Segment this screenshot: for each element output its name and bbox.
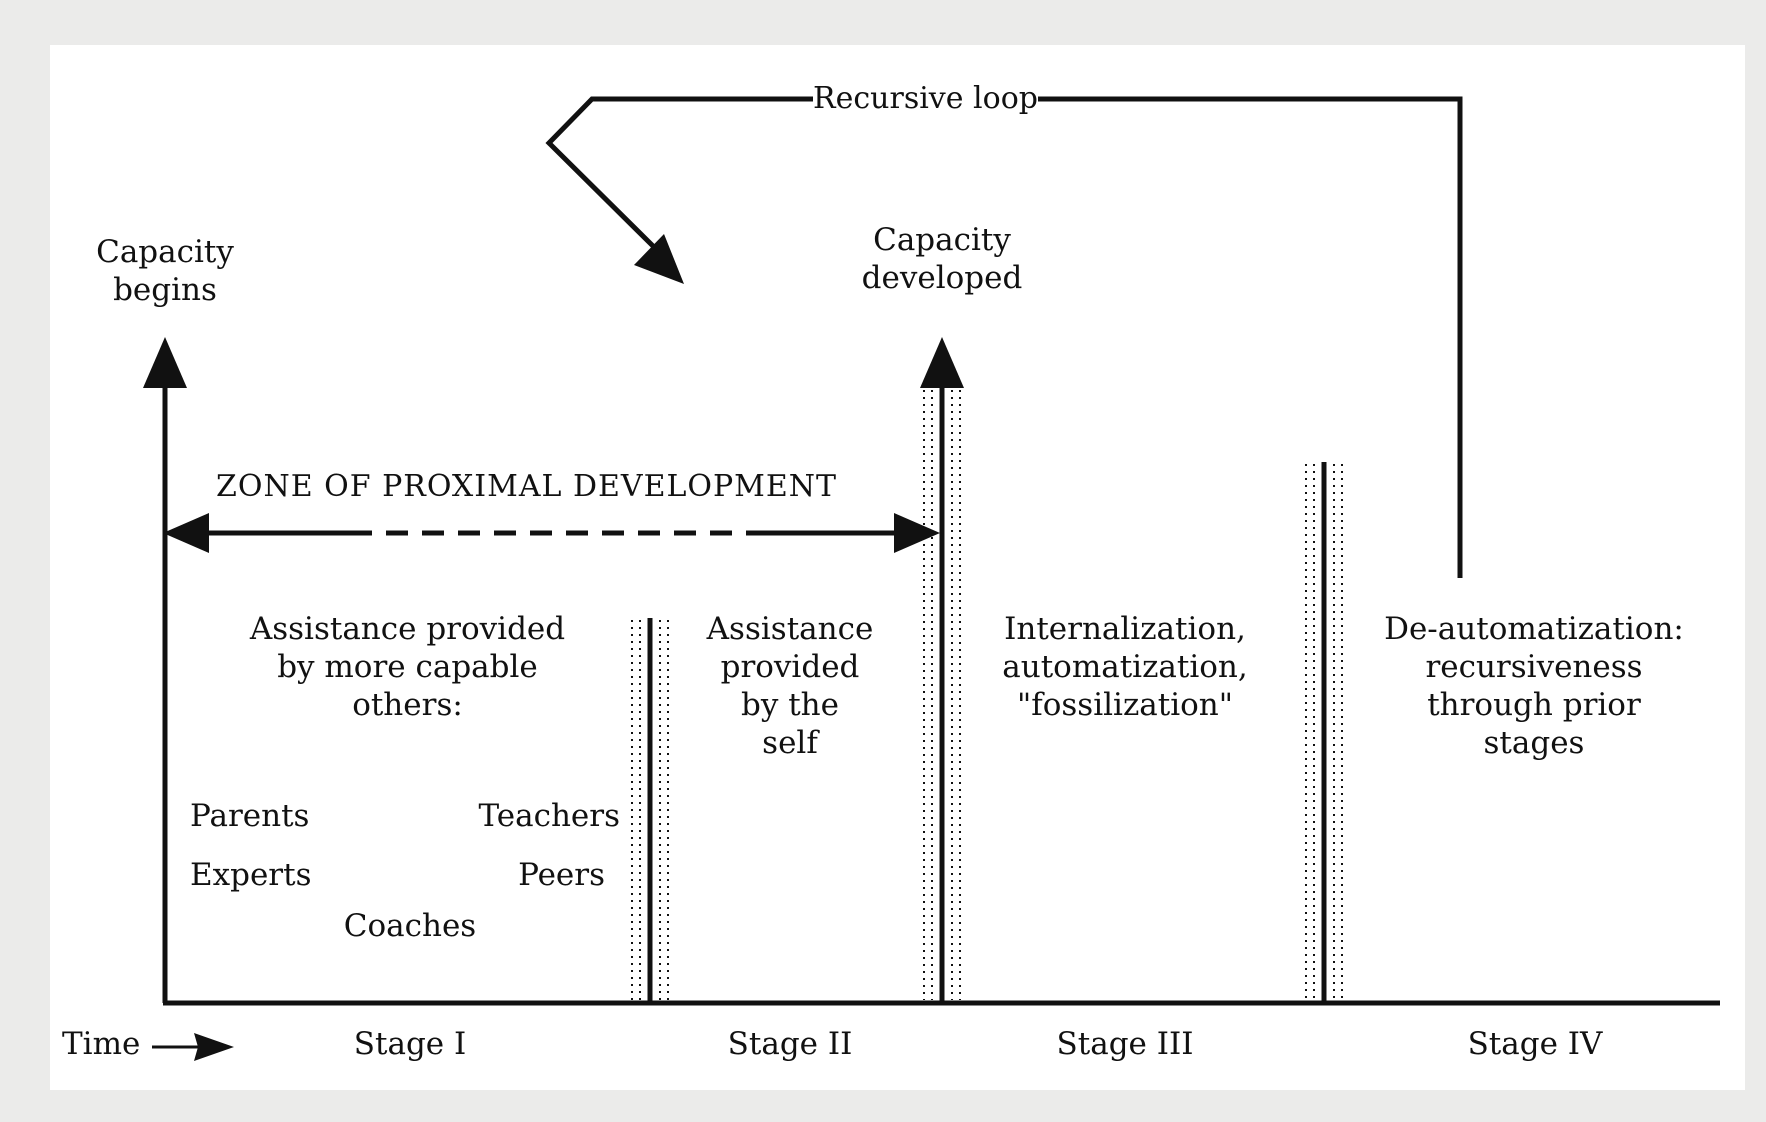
capacity-developed-label: Capacity developed xyxy=(861,222,1023,296)
stage-label-2: Stage II xyxy=(727,1026,853,1062)
zpd-label: ZONE OF PROXIMAL DEVELOPMENT xyxy=(216,469,838,504)
time-label: Time xyxy=(62,1026,141,1062)
stage-label-4: Stage IV xyxy=(1467,1026,1603,1062)
helper-parents: Parents xyxy=(190,798,310,834)
helper-experts: Experts xyxy=(190,857,312,893)
helper-peers: Peers xyxy=(518,857,605,893)
stage3-description: Internalization, automatization, "fossil… xyxy=(1002,611,1248,723)
recursive-loop-label: Recursive loop xyxy=(813,81,1038,116)
recursive-loop-path xyxy=(545,96,813,250)
stage4-description: De-automatization: recursiveness through… xyxy=(1384,611,1684,761)
zpd-arrowhead-right xyxy=(894,513,940,553)
time-arrowhead xyxy=(194,1033,234,1061)
stage-label-1: Stage I xyxy=(353,1026,467,1062)
helper-coaches: Coaches xyxy=(343,908,477,944)
stage2-description: Assistance provided by the self xyxy=(706,611,874,761)
capacity-begins-arrowhead xyxy=(143,337,187,388)
helper-teachers: Teachers xyxy=(478,798,621,834)
recursive-loop-arrowhead xyxy=(634,234,684,284)
capacity-developed-arrowhead xyxy=(920,337,964,388)
capacity-begins-label: Capacity begins xyxy=(96,234,234,308)
recursive-loop-path xyxy=(1038,96,1463,578)
stage-label-3: Stage III xyxy=(1056,1026,1194,1062)
stage1-description: Assistance provided by more capable othe… xyxy=(249,611,566,723)
zpd-arrowhead-left xyxy=(163,513,209,553)
